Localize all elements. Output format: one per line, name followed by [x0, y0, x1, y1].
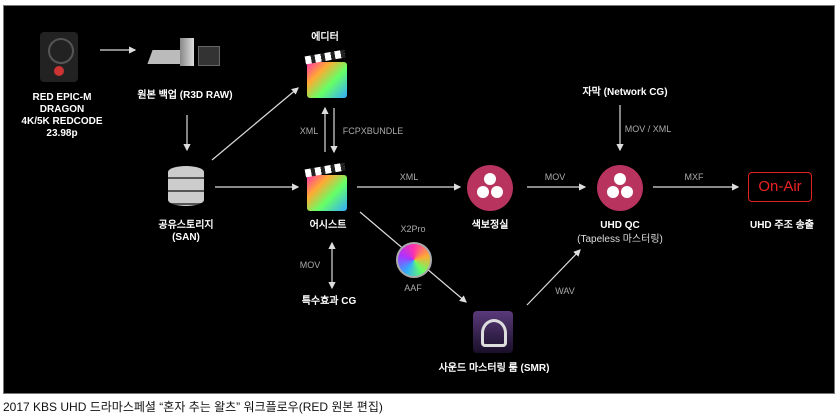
- camera-icon: [40, 32, 78, 82]
- edge-label-mxf: MXF: [684, 172, 704, 182]
- final-cut-pro-icon: [307, 62, 347, 98]
- arrow-san-editor: [211, 87, 299, 161]
- edge-label-xml: XML: [399, 172, 419, 182]
- qc-sublabel: (Tapeless 마스터링): [577, 234, 663, 245]
- figure-caption: 2017 KBS UHD 드라마스페셜 “혼자 추는 왈츠” 워크플로우(RED…: [3, 400, 383, 414]
- edge-label-x2pro: X2Pro: [400, 224, 426, 234]
- editor-label: 에디터: [311, 32, 339, 43]
- davinci-resolve-icon: [597, 165, 643, 211]
- storage-drive-icon: [147, 38, 220, 70]
- san-label: 공유스토리지(SAN): [158, 220, 214, 243]
- davinci-resolve-icon: [467, 165, 513, 211]
- edge-label-xml: XML: [299, 126, 319, 136]
- color-grading-label: 색보정실: [471, 220, 509, 231]
- final-cut-pro-icon: [307, 175, 347, 211]
- edge-label-mov-xml: MOV / XML: [624, 124, 672, 134]
- workflow-diagram: [3, 5, 835, 394]
- arrow-smr-qc: [526, 249, 581, 306]
- smr-label: 사운드 마스터링 룸 (SMR): [438, 363, 550, 374]
- pro-tools-icon: [473, 311, 513, 353]
- database-icon: [168, 166, 204, 206]
- edge-label-aaf: AAF: [404, 283, 422, 293]
- on-air-badge: On-Air: [748, 172, 812, 202]
- onair-label: UHD 주조 송출: [749, 220, 815, 231]
- edge-label-mov: MOV: [544, 172, 566, 182]
- assist-label: 어시스트: [309, 220, 347, 231]
- x2pro-icon: [396, 242, 432, 278]
- edge-label-fcpxbundle: FCPXBUNDLE: [342, 126, 404, 136]
- edge-label-wav: WAV: [555, 286, 575, 296]
- vfx-cg-label: 특수효과 CG: [301, 296, 357, 307]
- edge-label-mov: MOV: [299, 260, 321, 270]
- qc-label: UHD QC: [600, 220, 640, 231]
- backup-label: 원본 백업 (R3D RAW): [137, 90, 233, 101]
- network-cg-label: 자막 (Network CG): [582, 87, 668, 98]
